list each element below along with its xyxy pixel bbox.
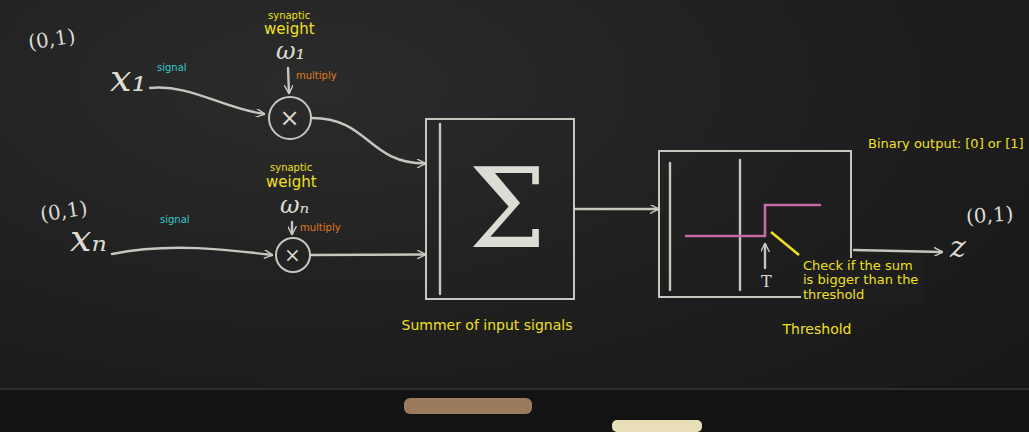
input-signal: xₙ xyxy=(70,218,107,260)
weight-note: synaptic xyxy=(270,162,312,173)
node-text: × xyxy=(279,106,299,130)
callout-leader xyxy=(771,232,799,255)
output-signal: z xyxy=(950,230,966,263)
signal-connector xyxy=(312,118,425,164)
box-inner-line xyxy=(669,163,671,290)
node-text: × xyxy=(284,245,301,265)
summer-box: ΣSummer of input signals xyxy=(425,118,575,300)
callout-note: Check if the sum is bigger than the thre… xyxy=(801,258,925,303)
signal-arrow xyxy=(112,248,272,255)
node-caption: Threshold xyxy=(783,322,852,336)
chalk-piece xyxy=(404,398,532,414)
output-arrow xyxy=(854,250,942,252)
signal-note: signal xyxy=(160,214,190,225)
weight-arrow xyxy=(291,222,293,234)
weight-note: weight xyxy=(264,21,315,38)
signal-connector xyxy=(311,253,425,256)
box-inner-line xyxy=(439,124,441,294)
axis-line xyxy=(739,160,741,290)
node-text: Σ xyxy=(469,154,547,264)
signal-note: signal xyxy=(157,62,187,73)
step-function xyxy=(686,235,765,238)
weight-note: weight xyxy=(266,174,317,191)
weight-symbol: ωₙ xyxy=(280,192,309,218)
step-function xyxy=(765,205,820,236)
value-range: (0,1) xyxy=(965,202,1014,227)
output-note: Binary output: [0] or [1] xyxy=(868,137,1024,151)
multiply-node: × xyxy=(275,237,311,273)
weight-note: synaptic xyxy=(268,10,310,21)
tray-edge xyxy=(0,388,1029,390)
node-text: T xyxy=(761,274,772,290)
threshold-arrow xyxy=(764,244,766,268)
chalk-piece xyxy=(612,420,702,432)
weight-arrow xyxy=(288,68,289,93)
signal-arrow xyxy=(150,88,264,114)
value-range: (0,1) xyxy=(27,25,77,53)
signal-connector xyxy=(575,208,658,210)
weight-symbol: ω₁ xyxy=(276,38,305,64)
chalk-tray xyxy=(0,388,1029,432)
operation-note: multiply xyxy=(300,222,341,233)
node-caption: Summer of input signals xyxy=(402,318,573,332)
input-signal: x₁ xyxy=(110,58,147,100)
multiply-node: × xyxy=(268,96,312,140)
operation-note: multiply xyxy=(296,70,337,81)
